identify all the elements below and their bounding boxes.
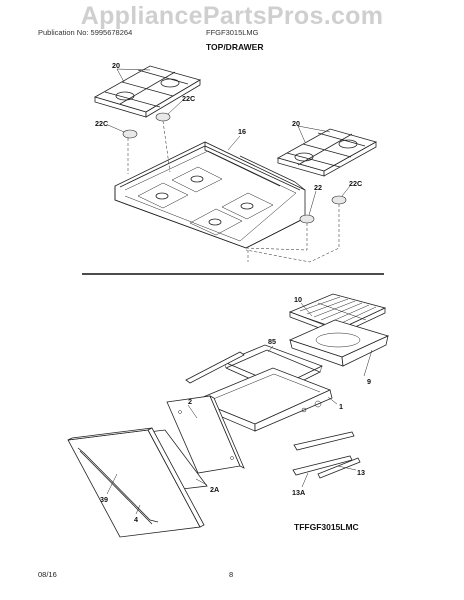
callout-2a: 2A	[210, 485, 219, 494]
callout-10: 10	[294, 295, 302, 304]
slide-rail-right	[293, 431, 355, 451]
broiler-pan	[288, 319, 390, 367]
callout-22c-right: 22C	[349, 179, 362, 188]
callout-9: 9	[367, 377, 371, 386]
diagram-code: TFFGF3015LMC	[294, 522, 359, 532]
publication-number: Publication No: 5995678264	[38, 28, 133, 37]
cap-22c-3	[331, 195, 347, 205]
section-title: TOP/DRAWER	[206, 42, 264, 52]
right-grate	[276, 128, 378, 177]
callout-2: 2	[188, 397, 192, 406]
callout-1: 1	[339, 402, 343, 411]
callout-22c-upper: 22C	[182, 94, 195, 103]
cap-22c-1	[155, 112, 171, 122]
drawer-panel	[166, 395, 245, 474]
callout-16: 16	[238, 127, 246, 136]
cap-22	[299, 214, 315, 224]
callout-13a: 13A	[292, 488, 305, 497]
footer-date: 08/16	[38, 570, 57, 579]
left-grate	[93, 65, 202, 118]
slide-rail-13	[317, 457, 361, 479]
slide-rail-left	[185, 351, 245, 384]
callout-4: 4	[134, 515, 138, 524]
cap-22c-2	[122, 129, 138, 139]
callout-85: 85	[268, 337, 276, 346]
watermark: AppliancePartsPros.com	[80, 2, 384, 30]
model-number: FFGF3015LMG	[206, 28, 259, 37]
drawer-front	[67, 427, 205, 538]
callout-22c-left: 22C	[95, 119, 108, 128]
callout-20-left: 20	[112, 61, 120, 70]
callout-20-right: 20	[292, 119, 300, 128]
callout-13: 13	[357, 468, 365, 477]
footer-page: 8	[229, 570, 234, 579]
callout-22: 22	[314, 183, 322, 192]
maintop	[114, 141, 306, 249]
callout-39: 39	[100, 495, 108, 504]
